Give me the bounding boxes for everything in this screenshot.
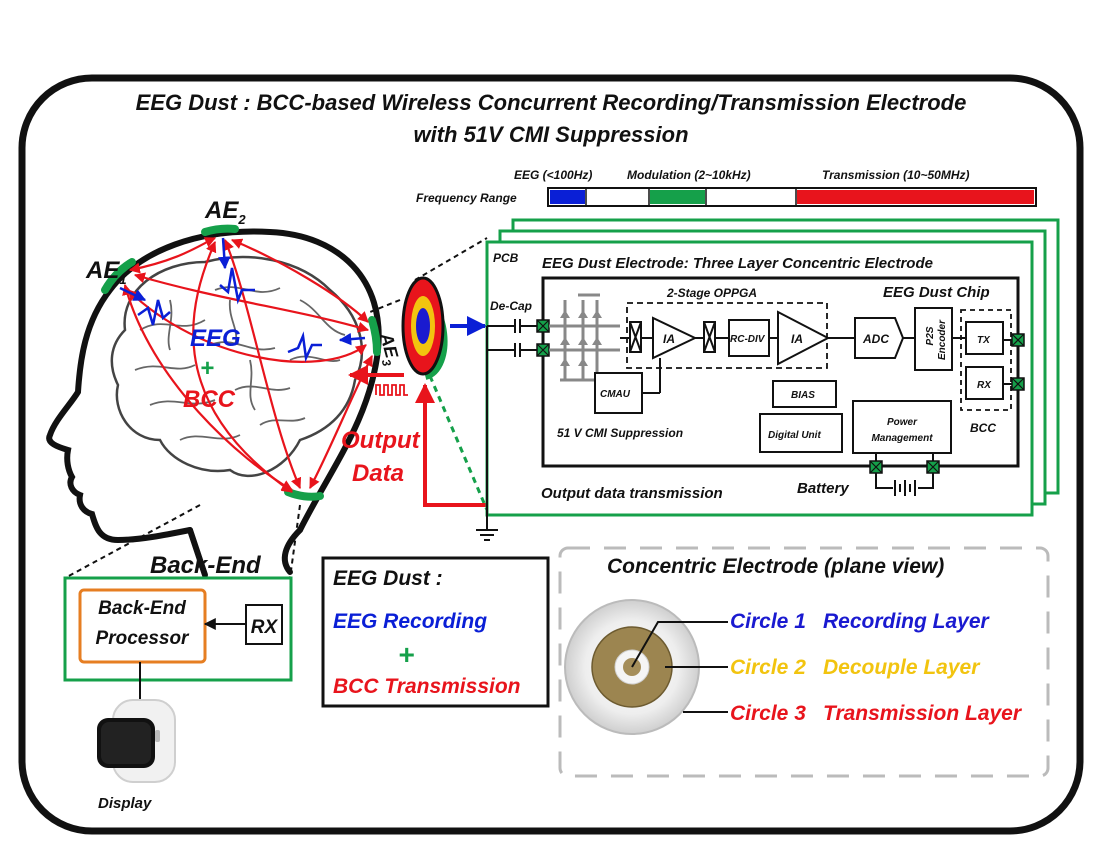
freq-transmission-swatch [797,190,1034,204]
freq-modulation-swatch [650,190,705,204]
processor-line-2: Processor [96,628,191,649]
title-line-2: with 51V CMI Suppression [413,122,688,147]
cmau-label: CMAU [600,389,631,400]
adc-label: ADC [862,332,889,346]
tx-label: TX [977,335,991,346]
circle-3-label: Circle 3 [730,702,806,725]
freq-eeg-swatch [550,190,585,204]
pcb-label: PCB [493,251,519,265]
bcc-box [960,309,1012,411]
data-label: Data [352,460,404,487]
processor-line-1: Back-End [98,598,186,619]
electrode-disk [401,276,448,380]
ae1-label: AE1 [85,257,127,287]
chip-label: EEG Dust Chip [883,284,990,301]
bcc-chip-label: BCC [970,421,996,435]
backend-label: Back-End [150,552,262,579]
smartwatch-icon [97,699,176,783]
digital-unit-label: Digital Unit [768,430,821,441]
output-tx-label: Output data transmission [541,485,723,502]
p2s-block [914,307,953,371]
head-plus: + [200,355,214,382]
tx-block [965,321,1004,355]
freq-modulation-label: Modulation (2~10kHz) [627,168,751,182]
dust-bcc: BCC Transmission [333,675,521,698]
power-label-1: Power [887,417,918,428]
head-illustration: AE1 AE2 AE3 EEG + BCC [46,197,402,578]
encoder-label: Encoder [937,319,948,360]
oppga-label: 2-Stage OPPGA [666,286,757,300]
freq-eeg-label: EEG (<100Hz) [514,168,592,182]
output-label: Output [341,427,421,454]
ia2-label: IA [791,332,803,346]
electrode-ae3 [368,316,381,356]
circle-2-label: Circle 2 [730,656,806,679]
bias-label: BIAS [791,390,815,401]
electrode-ae2 [201,224,239,236]
dust-recording: EEG Recording [333,610,487,633]
power-management-block [852,400,952,454]
pcb-title: EEG Dust Electrode: Three Layer Concentr… [542,255,933,272]
leader-circle-1 [631,621,728,668]
transmission-layer-label: Transmission Layer [823,702,1023,725]
dust-title: EEG Dust : [333,567,443,590]
head-bcc-label: BCC [183,386,236,413]
rx-block [965,366,1004,400]
outer-frame [18,74,1084,835]
ground-icon [476,515,498,541]
chip-outline [541,276,1020,468]
power-label-2: Management [871,433,933,444]
adc-block [854,317,905,359]
backend-rx-label: RX [251,617,279,638]
oppga-box [626,302,828,369]
rcdiv-label: RC-DIV [730,334,766,345]
head-eeg-label: EEG [190,325,241,352]
decap-label: De-Cap [490,299,532,313]
concentric-box [558,546,1050,778]
rx-chip-label: RX [977,380,992,391]
recording-layer-label: Recording Layer [823,610,991,633]
decouple-layer-label: Decouple Layer [823,656,981,679]
eeg-dust-box [321,556,550,708]
title-line-1: EEG Dust : BCC-based Wireless Concurrent… [136,90,967,115]
electrode-ae4 [284,488,324,501]
battery [875,453,934,496]
cmi-label: 51 V CMI Suppression [557,426,683,440]
ae2-label: AE2 [204,197,246,227]
p2s-label: P2S [925,326,936,345]
freq-range-label: Frequency Range [416,191,517,205]
dust-plus: + [398,639,414,670]
battery-label: Battery [797,480,849,497]
display-label: Display [98,795,152,812]
freq-transmission-label: Transmission (10~50MHz) [822,168,970,182]
ia1-label: IA [663,332,675,346]
frequency-range-bar: EEG (<100Hz) Modulation (2~10kHz) Transm… [416,168,1037,207]
circle-1-label: Circle 1 [730,610,806,633]
digital-unit-block [759,413,843,453]
head-outline [46,228,382,544]
bias-block [772,380,837,408]
concentric-title: Concentric Electrode (plane view) [607,555,944,578]
